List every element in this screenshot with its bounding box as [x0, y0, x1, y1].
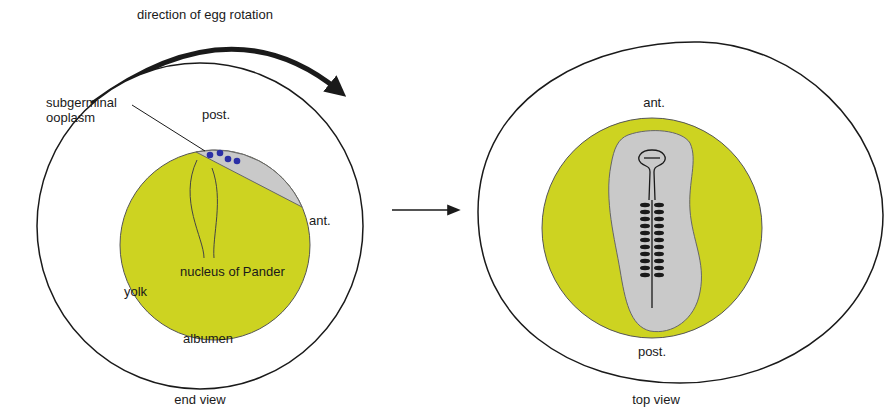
somites	[640, 203, 664, 277]
nucleus-of-pander-line	[190, 160, 204, 258]
axis-label: ant.	[309, 213, 331, 228]
axis-label: post.	[202, 107, 230, 122]
part-label: nucleus of Pander	[180, 264, 285, 279]
view-caption: top view	[632, 392, 680, 407]
axis-label: post.	[638, 344, 666, 359]
arrow-caption: direction of egg rotation	[137, 7, 273, 22]
embryo	[639, 150, 665, 308]
transition-arrow	[392, 209, 458, 211]
nucleus-of-pander-line	[212, 168, 217, 258]
leader-line	[132, 105, 205, 151]
view-caption: end view	[174, 392, 225, 407]
embryo-area	[609, 131, 702, 332]
axis-label: ant.	[643, 95, 665, 110]
albumen-outline	[37, 63, 363, 389]
yolk-circle	[542, 118, 762, 338]
part-label: albumen	[183, 331, 233, 346]
part-label: yolk	[124, 284, 147, 299]
subgerminal-ooplasm-region	[196, 150, 302, 207]
germ-plasm-dots	[207, 150, 241, 165]
egg-outline	[478, 42, 883, 383]
yolk-circle	[120, 150, 310, 340]
part-label: subgerminal ooplasm	[46, 95, 132, 125]
